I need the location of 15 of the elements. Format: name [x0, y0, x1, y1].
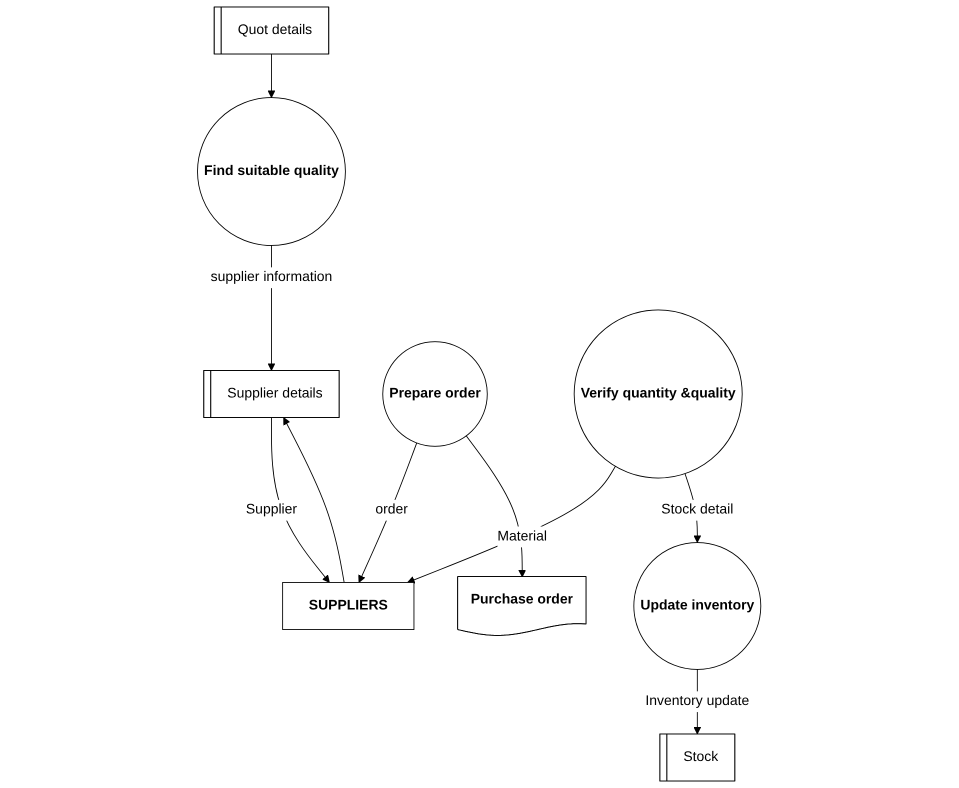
node-box: SUPPLIERS — [282, 582, 415, 630]
edge-label: supplier information — [210, 270, 333, 285]
arrow — [358, 442, 418, 583]
node-circle: Update inventory — [634, 542, 762, 670]
edge-label: Supplier — [246, 502, 298, 518]
node-circle: Find suitable quality — [197, 97, 346, 246]
edge-label: Stock detail — [662, 502, 734, 518]
arrow — [268, 54, 276, 98]
edge-label: Material — [498, 529, 548, 544]
arrow — [284, 417, 345, 583]
arrow — [408, 466, 616, 584]
edge-label: Inventory update — [646, 694, 750, 709]
node-circle: Prepare order — [382, 341, 488, 447]
edge-label: order — [376, 502, 408, 518]
node-circle: Verify quantity &quality — [574, 310, 743, 478]
